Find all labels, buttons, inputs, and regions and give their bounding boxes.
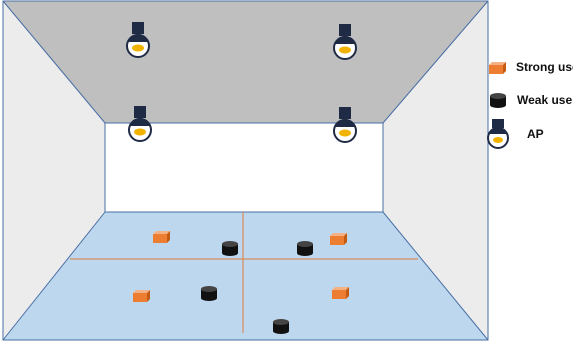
- legend-ap-icon: [488, 119, 508, 148]
- legend-strong-user-label: Strong user: [516, 60, 573, 74]
- weak-user-icon: [201, 286, 217, 301]
- strong-user-icon: [330, 233, 347, 245]
- legend-weak-user-icon: [490, 93, 506, 108]
- legend-strong-user-icon: [489, 62, 506, 74]
- strong-user-icon: [332, 287, 349, 299]
- strong-user-icon: [153, 231, 170, 243]
- weak-user-icon: [297, 241, 313, 256]
- weak-user-icon: [273, 319, 289, 334]
- strong-user-icon: [133, 290, 150, 302]
- legend-weak-user-label: Weak user: [517, 93, 573, 107]
- weak-user-icon: [222, 241, 238, 256]
- legend-ap-label: AP: [527, 127, 544, 141]
